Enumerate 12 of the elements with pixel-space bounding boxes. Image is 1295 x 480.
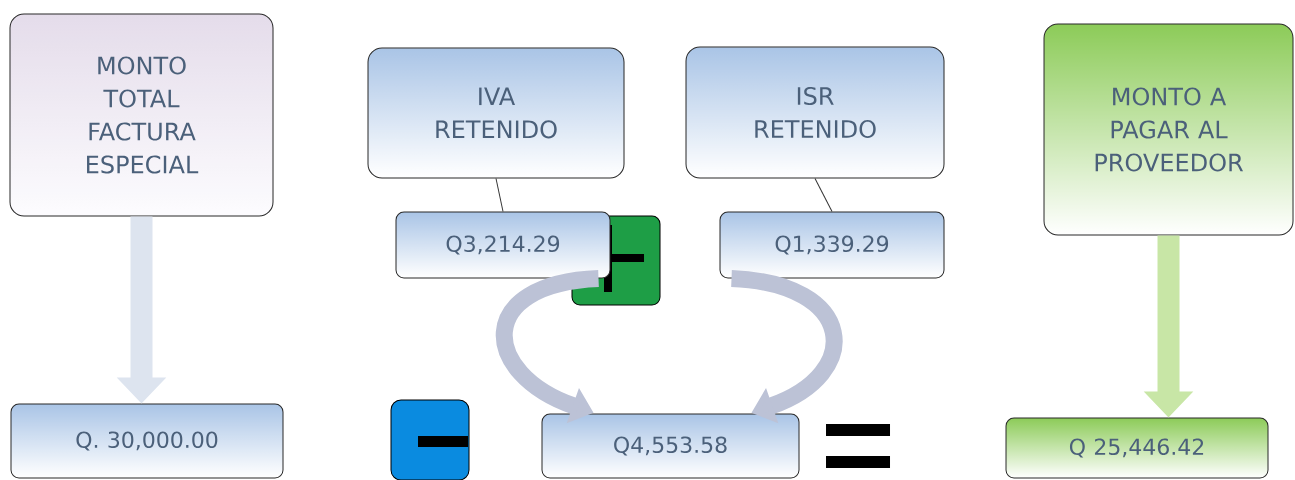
connector-line (814, 178, 833, 212)
label-box: MONTO TOTAL FACTURA ESPECIAL (9, 13, 274, 217)
value-box: Q4,553.58 (541, 413, 800, 479)
value-box: Q3,214.29 (395, 211, 611, 279)
connector-line (495, 178, 504, 212)
value-box: Q1,339.29 (719, 211, 945, 279)
label-box: ISR RETENIDO (685, 46, 945, 179)
block-arrow (730, 270, 843, 424)
label-box: IVA RETENIDO (367, 47, 625, 179)
result-box: Q 25,446.42 (1005, 417, 1269, 479)
label-box: MONTO A PAGAR AL PROVEEDOR (1043, 23, 1294, 236)
value-box: Q. 30,000.00 (10, 403, 284, 479)
